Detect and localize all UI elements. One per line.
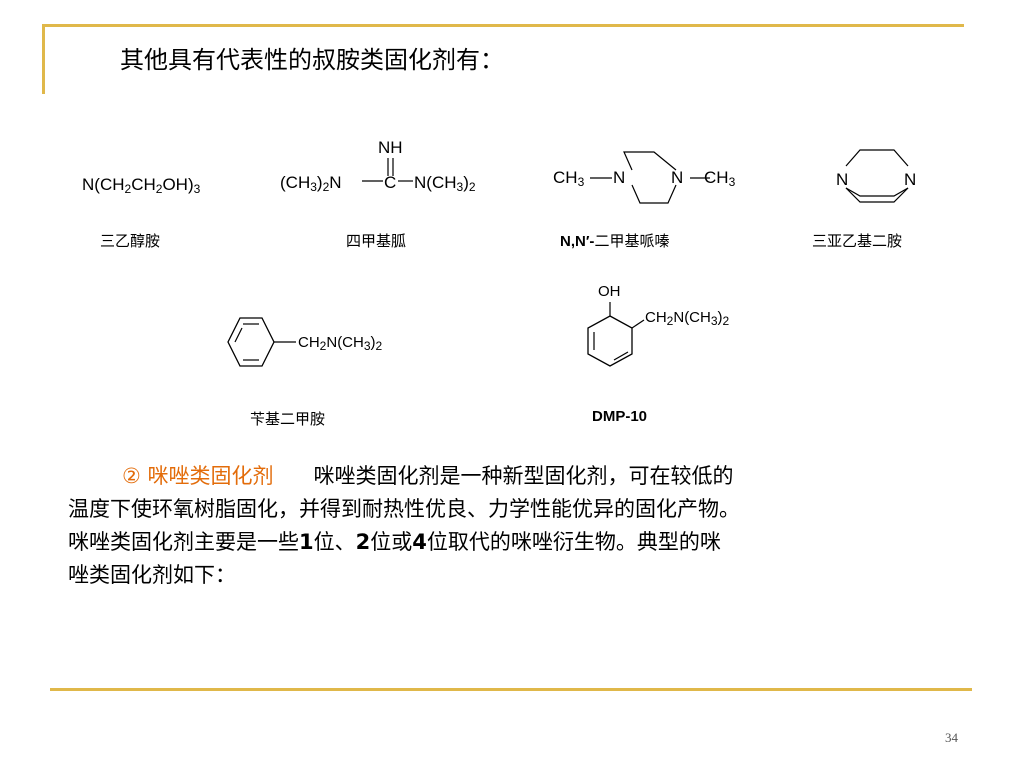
teda-n1: N <box>836 170 849 189</box>
dmp-n2: N <box>671 168 684 187</box>
slide-title: 其他具有代表性的叔胺类固化剂有： <box>120 46 504 74</box>
page-number: 34 <box>945 730 958 745</box>
dmp10-oh: OH <box>598 283 621 300</box>
para-lead: ② 咪唑类固化剂 <box>122 464 274 488</box>
tea-formula: N(CH2CH2OH)3 <box>82 175 201 196</box>
dmp10-ring <box>587 302 645 367</box>
bdma-substituent: CH2N(CH3)2 <box>298 334 383 353</box>
dmp10-substituent: CH2N(CH3)2 <box>645 309 730 328</box>
bdma-benzene-ring <box>227 317 296 367</box>
tea-name: 三乙醇胺 <box>100 232 161 250</box>
tmg-name: 四甲基胍 <box>346 232 407 250</box>
top-rule <box>42 24 964 27</box>
teda-cage-bonds <box>845 149 909 203</box>
dmp10-name: DMP-10 <box>592 408 648 425</box>
bottom-rule <box>50 688 972 691</box>
para-line-2: 温度下使环氧树脂固化，并得到耐热性优良、力学性能优异的固化产物。 <box>68 497 740 521</box>
dmp-ring-bonds <box>590 151 710 204</box>
dmp-n1: N <box>613 168 626 187</box>
tmg-bonds <box>362 158 413 182</box>
dmp-right-ch3: CH3 <box>704 168 736 189</box>
teda-name: 三亚乙基二胺 <box>812 232 903 250</box>
tmg-left: (CH3)2N <box>280 173 342 194</box>
dmp-left-ch3: CH3 <box>553 168 585 189</box>
para-line-1: ② 咪唑类固化剂咪唑类固化剂是一种新型固化剂，可在较低的 <box>122 464 734 488</box>
teda-n2: N <box>904 170 917 189</box>
para-line-4: 唑类固化剂如下： <box>68 563 236 587</box>
bdma-name: 苄基二甲胺 <box>250 410 326 428</box>
tmg-center-c: C <box>384 173 397 192</box>
tmg-right: N(CH3)2 <box>414 173 476 194</box>
tmg-nh: NH <box>378 138 403 157</box>
left-accent-bar <box>42 24 45 94</box>
para-line-3: 咪唑类固化剂主要是一些1位、2位或4位取代的咪唑衍生物。典型的咪 <box>68 530 721 554</box>
imidazole-paragraph: ② 咪唑类固化剂咪唑类固化剂是一种新型固化剂，可在较低的 温度下使环氧树脂固化，… <box>68 460 988 592</box>
dmp-name: N,N′-二甲基哌嗪 <box>560 232 670 250</box>
